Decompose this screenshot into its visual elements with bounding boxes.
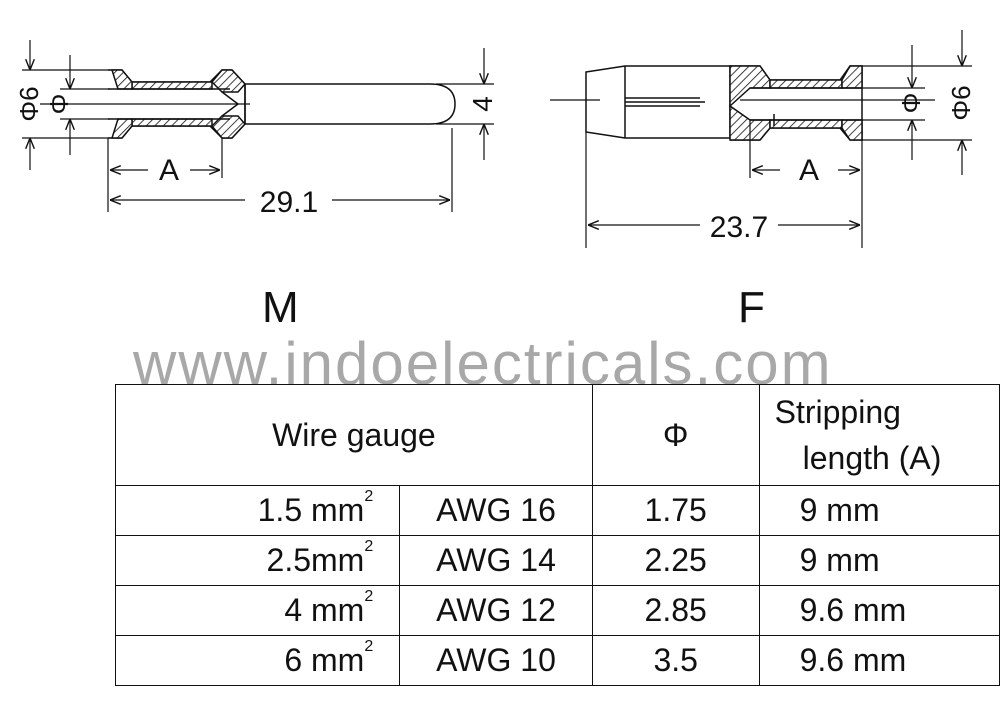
cell-phi: 3.5 [591,635,760,686]
male-dim-length: 29.1 [260,186,318,219]
male-dim-strip: A [159,154,179,187]
table-header-row: Wire gauge Φ Stripping length (A) [115,384,1000,486]
cell-phi: 2.85 [591,585,760,636]
header-stripping-line2: length (A) [802,440,942,476]
cell-mm: 1.5 mm2 [114,485,401,536]
female-dim-strip: A [799,154,819,187]
header-wire-gauge: Wire gauge [115,384,593,486]
cell-strip: 9 mm [758,535,1000,586]
header-phi: Φ [591,384,760,486]
cell-awg: AWG 12 [399,585,593,636]
cell-strip: 9.6 mm [758,635,1000,686]
header-stripping-line1: Stripping [774,394,901,430]
male-label: M [262,283,299,332]
male-dim-outer: Φ6 [14,86,44,121]
female-label: F [738,283,765,332]
cell-strip: 9 mm [758,485,1000,536]
female-dim-outer: Φ6 [946,85,976,120]
cell-phi: 2.25 [591,535,760,586]
female-dim-inner: Φ [896,93,926,114]
watermark: www.indoelectricals.com [133,330,833,397]
cell-awg: AWG 16 [399,485,593,536]
wire-spec-table: Wire gauge Φ Stripping length (A) 1.5 mm… [114,384,1000,686]
male-dim-inner: Φ [44,94,74,115]
table-row: 4 mm2 AWG 12 2.85 9.6 mm [114,585,1000,636]
table-row: 1.5 mm2 AWG 16 1.75 9 mm [114,485,1000,536]
female-connector [550,65,935,141]
cell-awg: AWG 10 [399,635,593,686]
cell-strip: 9.6 mm [758,585,1000,636]
table-row: 6 mm2 AWG 10 3.5 9.6 mm [114,635,1000,686]
cell-phi: 1.75 [591,485,760,536]
male-connector [40,69,456,139]
cell-mm: 6 mm2 [114,635,401,686]
cell-mm: 4 mm2 [114,585,401,636]
header-stripping: Stripping length (A) [758,384,1000,486]
table-row: 2.5mm2 AWG 14 2.25 9 mm [114,535,1000,586]
connector-drawing: Φ6 Φ 4 A 29.1 [14,30,976,248]
cell-awg: AWG 14 [399,535,593,586]
male-dim-pin: 4 [467,96,498,112]
female-dim-length: 23.7 [710,211,768,244]
cell-mm: 2.5mm2 [114,535,401,586]
